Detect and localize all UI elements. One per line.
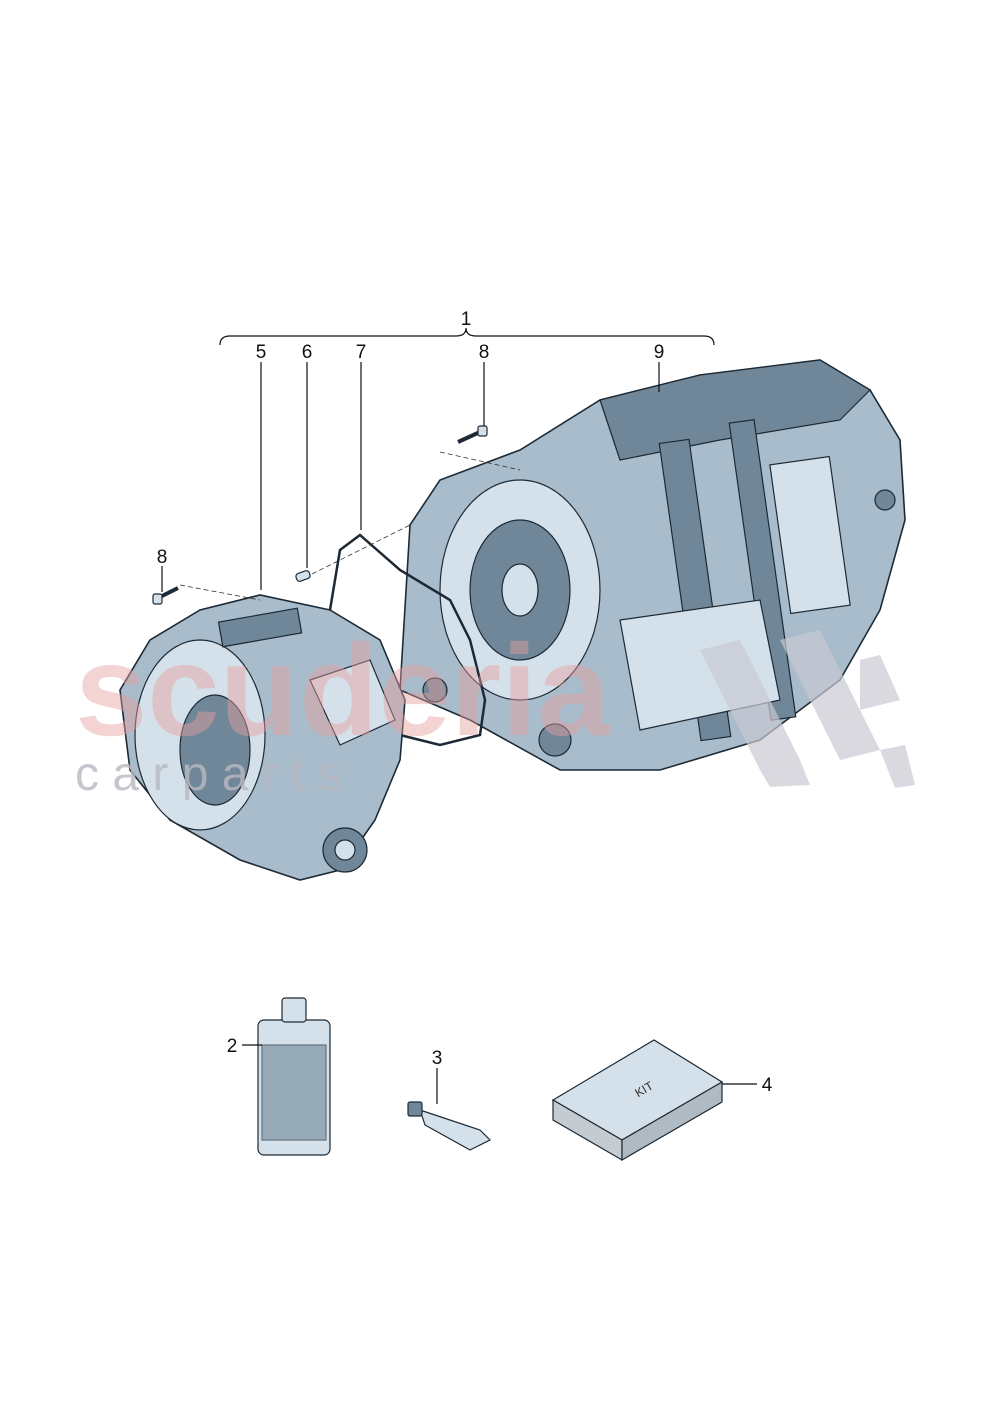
- kit-box-part-4: KIT: [551, 1039, 724, 1162]
- gasket-part-7: [328, 533, 487, 747]
- automatic-transmission-part-9: [399, 359, 906, 771]
- callout-7[interactable]: 7: [356, 342, 367, 363]
- watermark-logo-text: scuderia: [75, 617, 611, 763]
- callout-1[interactable]: 1: [461, 309, 472, 330]
- callout-2[interactable]: 2: [227, 1036, 238, 1057]
- callout-8-right[interactable]: 8: [479, 342, 490, 363]
- callout-3[interactable]: 3: [432, 1048, 443, 1069]
- checkered-flag-icon: [700, 630, 915, 788]
- callout-9[interactable]: 9: [654, 342, 665, 363]
- oil-bottle-part-2: [257, 997, 331, 1156]
- callout-5[interactable]: 5: [256, 342, 267, 363]
- callout-8-left[interactable]: 8: [157, 547, 168, 568]
- bolt-part-8-left: [152, 586, 179, 605]
- watermark-subtitle: c a r p a r t s: [75, 748, 342, 801]
- pin-part-6: [295, 570, 311, 582]
- leader-lines: [161, 362, 757, 1104]
- sealant-tube-part-3: [407, 1101, 492, 1151]
- callout-4[interactable]: 4: [762, 1075, 773, 1096]
- transmission-housing-part-5: [119, 594, 406, 881]
- bolt-part-8-right: [457, 425, 488, 444]
- callout-group-1: [219, 327, 715, 346]
- callout-6[interactable]: 6: [302, 342, 313, 363]
- watermark: scuderia c a r p a r t s: [75, 617, 915, 801]
